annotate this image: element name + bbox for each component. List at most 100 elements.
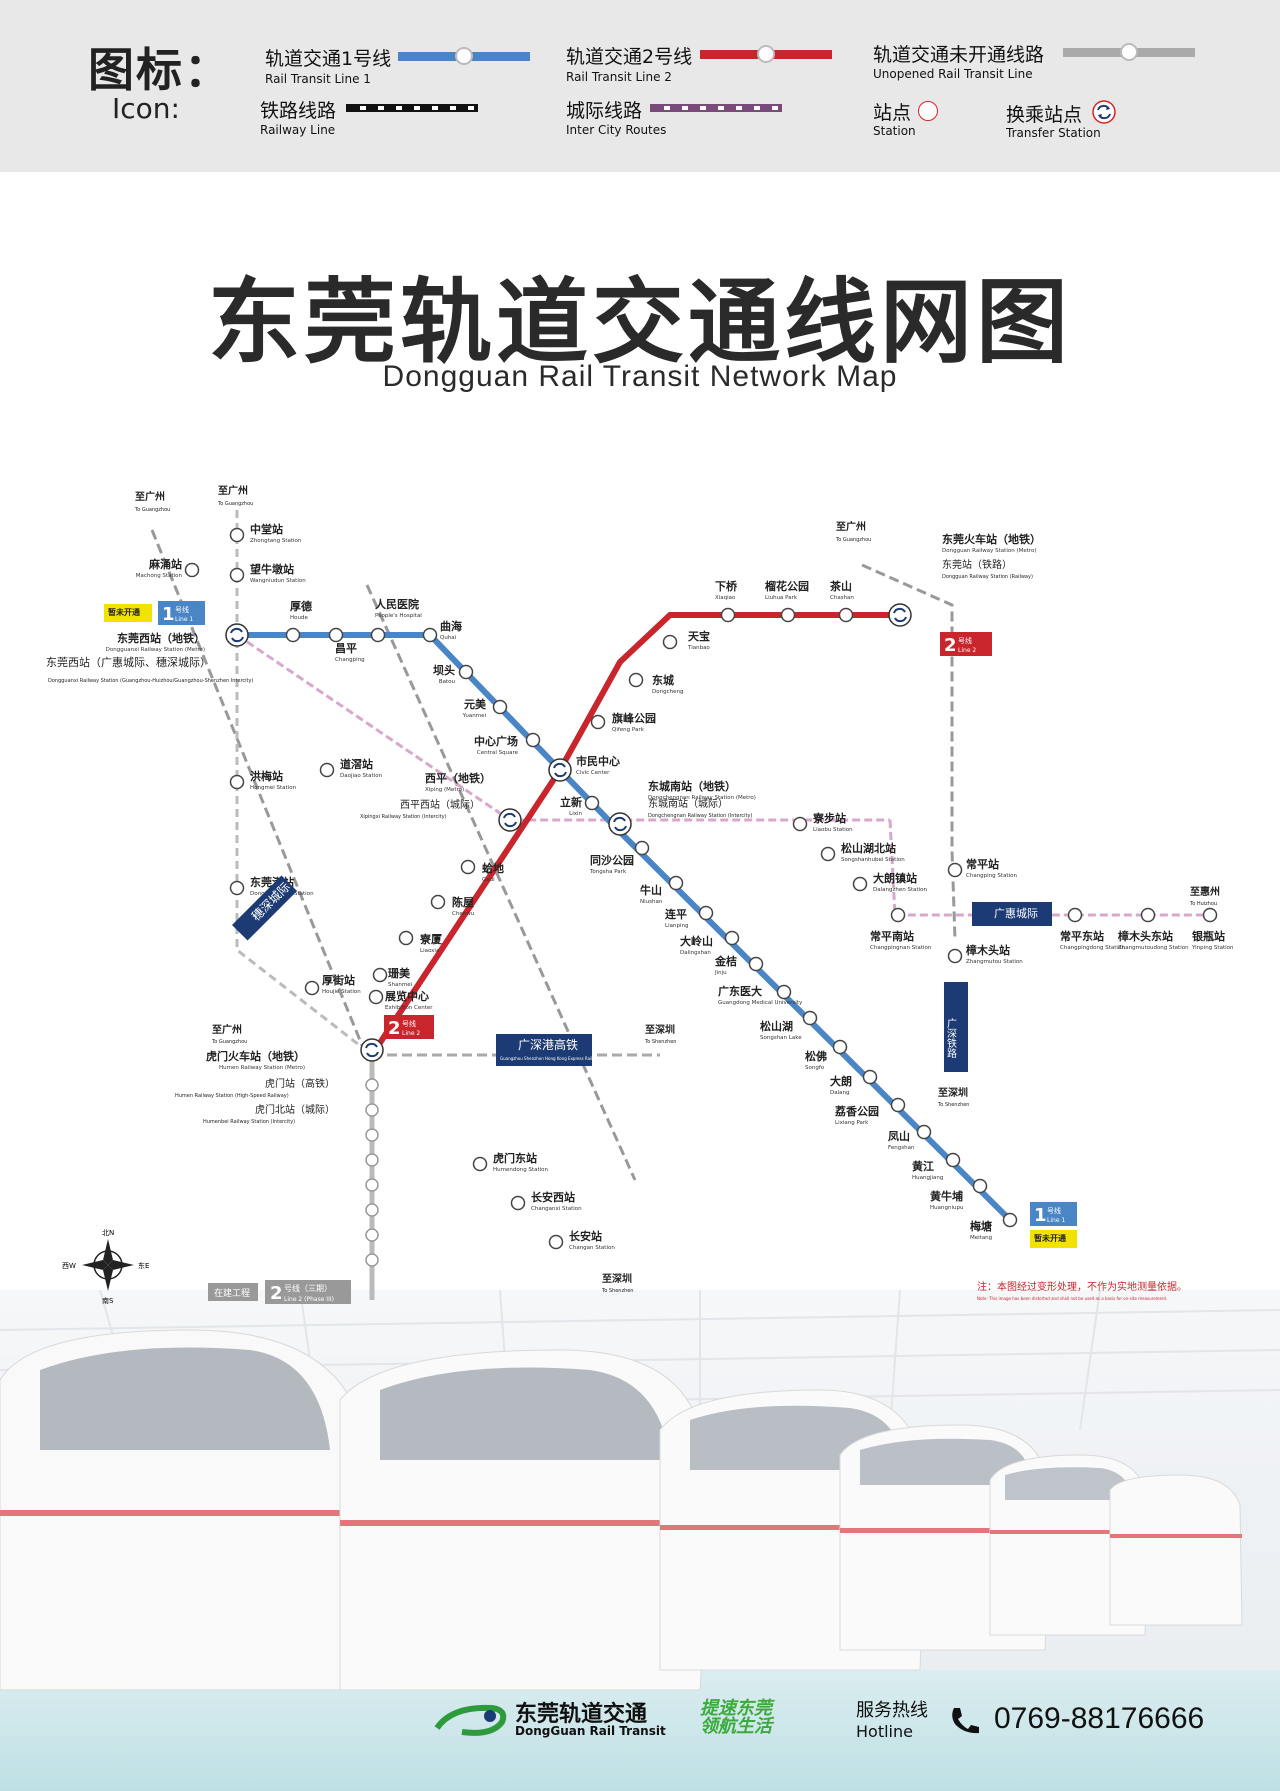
station-name-en: Meitang (970, 1235, 992, 1241)
station-dot[interactable] (698, 905, 714, 921)
station-dot[interactable] (229, 527, 245, 543)
station-dot[interactable] (947, 862, 963, 878)
station-name-en: Liaoxia (420, 948, 439, 954)
station-dot[interactable] (304, 980, 320, 996)
legend-line1-label-en: Rail Transit Line 1 (265, 72, 371, 86)
hotline-label-en: Hotline (856, 1722, 913, 1741)
station-dot[interactable] (584, 795, 600, 811)
transfer-icon[interactable] (548, 758, 572, 782)
station-dot[interactable] (838, 607, 854, 623)
station-dot[interactable] (285, 627, 301, 643)
station-dot[interactable] (628, 672, 644, 688)
station-dot[interactable] (492, 699, 508, 715)
station-dot[interactable] (792, 816, 808, 832)
station-dot[interactable] (319, 762, 335, 778)
station-name: 下桥 (715, 579, 738, 593)
station-dot[interactable] (1140, 907, 1156, 923)
transfer-icon[interactable] (498, 808, 522, 832)
station-dot[interactable] (229, 774, 245, 790)
legend-panel: 图标： Icon: 轨道交通1号线 Rail Transit Line 1 轨道… (0, 0, 1280, 172)
station-dot[interactable] (184, 562, 200, 578)
station-dot[interactable] (510, 1195, 526, 1211)
station-name: 曲海 (440, 619, 462, 633)
station-dot[interactable] (972, 1178, 988, 1194)
station-dot[interactable] (890, 1097, 906, 1113)
suishen-badge-bg (231, 875, 298, 941)
legend-transfer-label-en: Transfer Station (1006, 126, 1101, 140)
station-dot[interactable] (1202, 907, 1218, 923)
station-name-en: Houde (290, 615, 308, 621)
network-map: 东莞西站（地铁）Dongguanxi Railway Station (Metr… (46, 484, 1234, 1305)
phase3-badge-num: 2 (270, 1283, 283, 1304)
station-name: 松佛 (805, 1049, 827, 1063)
transfer-icon[interactable] (608, 812, 632, 836)
station-dot[interactable] (634, 840, 650, 856)
station-dot[interactable] (328, 627, 344, 643)
station-dot[interactable] (662, 634, 678, 650)
station-dot[interactable] (229, 880, 245, 896)
station-dot[interactable] (832, 1039, 848, 1055)
station-dot[interactable] (548, 1234, 564, 1250)
station-dot[interactable] (947, 948, 963, 964)
station-dot[interactable] (820, 846, 836, 862)
line1-badge-cn-1: 号线 (175, 605, 189, 614)
station-name-en: Changan Station (569, 1245, 615, 1251)
station-dot[interactable] (852, 876, 868, 892)
station-name-en: Tianbao (687, 645, 710, 651)
station-name-en: People's Hospital (375, 613, 422, 619)
station-dot[interactable] (590, 714, 606, 730)
station-dot[interactable] (890, 907, 906, 923)
station-name-en: Chenwu (452, 911, 474, 917)
station-dot[interactable] (916, 1124, 932, 1140)
station-dot[interactable] (724, 930, 740, 946)
station-dot[interactable] (748, 956, 764, 972)
station-name-en: Xiping (Metro) (425, 787, 464, 793)
station-dot[interactable] (668, 875, 684, 891)
train-depot-photo (0, 1290, 1280, 1791)
station-name-en: Lixiang Park (835, 1120, 869, 1126)
station-dot[interactable] (458, 664, 474, 680)
hotline-number[interactable]: 0769-88176666 (994, 1702, 1205, 1735)
compass-icon: 北N 南S 东E 西W (62, 1229, 149, 1305)
legend-line2-label-en: Rail Transit Line 2 (566, 70, 672, 84)
construction-badge-text: 在建工程 (214, 1287, 250, 1299)
legend-railway-swatch (346, 104, 478, 112)
station-dot[interactable] (945, 1152, 961, 1168)
station-dot[interactable] (1067, 907, 1083, 923)
station-name-en: Changanxi Station (531, 1206, 582, 1212)
dcn-intercity-label-en: Dongchengnan Railway Station (Intercity) (648, 813, 752, 819)
station-dot[interactable] (1002, 1212, 1018, 1228)
station-dot[interactable] (776, 984, 792, 1000)
legend-intercity-label: 城际线路 (566, 100, 643, 122)
map-disclaimer-en: Note: This image has been distorted and … (977, 1296, 1167, 1301)
station-dot[interactable] (398, 930, 414, 946)
station-dot[interactable] (862, 1069, 878, 1085)
dir-gz-2: 至广州 (218, 484, 248, 497)
station-dot[interactable] (525, 732, 541, 748)
station-name: 大朗镇站 (873, 871, 917, 885)
station-dot[interactable] (720, 607, 736, 623)
station-name-en: Songshan Lake (760, 1035, 802, 1041)
station-dot[interactable] (802, 1010, 818, 1026)
transfer-icon[interactable] (360, 1038, 384, 1062)
station-name: 牛山 (640, 883, 662, 897)
line2-badge-2 (384, 1015, 434, 1039)
gsg-hs-badge (496, 1034, 592, 1066)
station-dot[interactable] (370, 627, 386, 643)
station-name: 陈屋 (452, 895, 474, 909)
station-name: 麻涌站 (148, 557, 182, 571)
station-dot[interactable] (460, 859, 476, 875)
station-name-en: Liaobu Station (813, 827, 853, 833)
station-dot[interactable] (780, 607, 796, 623)
transfer-icon[interactable] (888, 603, 912, 627)
station-dot[interactable] (372, 967, 388, 983)
station-name-en: Qifeng Park (612, 727, 645, 733)
station-dot[interactable] (422, 627, 438, 643)
station-dot[interactable] (472, 1156, 488, 1172)
legend-unopened-label: 轨道交通未开通线路 (873, 44, 1045, 66)
station-name: 榴花公园 (765, 579, 809, 593)
station-dot[interactable] (229, 567, 245, 583)
transfer-icon[interactable] (225, 623, 249, 647)
station-dot[interactable] (430, 894, 446, 910)
station-dot[interactable] (368, 989, 384, 1005)
